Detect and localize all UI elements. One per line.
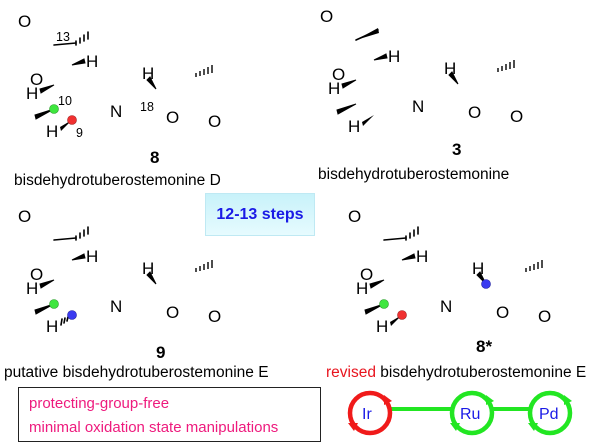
atom-h: H (142, 64, 154, 83)
atom-n: N (412, 97, 424, 116)
atom-number-13: 13 (56, 30, 70, 44)
atom-o: O (30, 70, 43, 89)
atom-h: H (26, 84, 38, 103)
compound-3-structure: O O N O O H H H H 3 (320, 7, 523, 159)
compound-8-name: bisdehydrotuberostemonine D (14, 172, 221, 189)
atom-o: O (360, 265, 373, 284)
atom-h: H (86, 52, 98, 71)
atom-h: H (46, 317, 58, 336)
catalyst-cycle-ru: Ru (449, 390, 495, 436)
stereocenter-marker-c18 (481, 279, 491, 289)
atom-o: O (166, 303, 179, 322)
revised-tag: revised (326, 364, 376, 381)
compound-8-structure: O O N O O H H H H 13 10 9 18 8 (18, 12, 221, 167)
stereocenter-marker-c9 (67, 115, 77, 125)
feature-item: protecting-group-free (29, 395, 170, 412)
atom-o: O (18, 207, 31, 226)
catalyst-label: Ir (362, 406, 372, 423)
atom-o: O (468, 103, 481, 122)
atom-h: H (46, 122, 58, 141)
atom-o: O (510, 107, 523, 126)
atom-number-18: 18 (140, 100, 154, 114)
compound-label: 8* (476, 337, 492, 356)
atom-o: O (332, 65, 345, 84)
atom-number-9: 9 (76, 126, 83, 140)
steps-badge: 12-13 steps (205, 193, 315, 236)
stereocenter-marker-c9 (67, 310, 77, 320)
atom-h: H (472, 259, 484, 278)
stereocenter-marker-c10 (49, 104, 59, 114)
compound-label: 8 (150, 148, 159, 167)
atom-h: H (86, 247, 98, 266)
catalyst-label: Ru (460, 406, 480, 423)
atom-o: O (538, 307, 551, 326)
atom-n: N (440, 297, 452, 316)
atom-h: H (348, 117, 360, 136)
atom-o: O (208, 112, 221, 131)
stereocenter-marker-c10 (379, 299, 389, 309)
compound-3-name: bisdehydrotuberostemonine (318, 166, 510, 183)
atom-o: O (320, 7, 333, 26)
atom-o: O (208, 307, 221, 326)
atom-h: H (388, 47, 400, 66)
atom-h: H (376, 317, 388, 336)
catalyst-cycle-pd: Pd (527, 390, 573, 436)
compound-label: 9 (156, 343, 165, 362)
stereocenter-marker-c9 (397, 310, 407, 320)
atom-o: O (18, 12, 31, 31)
atom-h: H (26, 279, 38, 298)
atom-o: O (166, 108, 179, 127)
catalyst-label: Pd (539, 406, 559, 423)
atom-h: H (416, 247, 428, 266)
compound-label: 3 (452, 140, 461, 159)
atom-o: O (30, 265, 43, 284)
catalyst-cycle-ir: Ir (347, 390, 393, 436)
compound-9-name: putative bisdehydrotuberostemonine E (4, 364, 269, 381)
atom-o: O (348, 207, 361, 226)
atom-n: N (110, 102, 122, 121)
atom-n: N (110, 297, 122, 316)
atom-h: H (356, 279, 368, 298)
compound-8star-structure: O O N O O H H H H 8* (348, 207, 551, 356)
feature-item: minimal oxidation state manipulations (29, 419, 279, 436)
catalyst-cycles: Ir Ru Pd (347, 390, 573, 436)
stereocenter-marker-c10 (49, 299, 59, 309)
atom-h: H (328, 79, 340, 98)
compound-name-text: bisdehydrotuberostemonine E (380, 364, 587, 381)
atom-number-10: 10 (58, 94, 72, 108)
atom-o: O (496, 303, 509, 322)
features-box: protecting-group-free minimal oxidation … (18, 387, 321, 442)
atom-h: H (444, 59, 456, 78)
atom-h: H (142, 259, 154, 278)
compound-9-structure: O O N O O H H H H 9 (18, 207, 221, 362)
compound-8star-name: revised bisdehydrotuberostemonine E (326, 364, 586, 382)
